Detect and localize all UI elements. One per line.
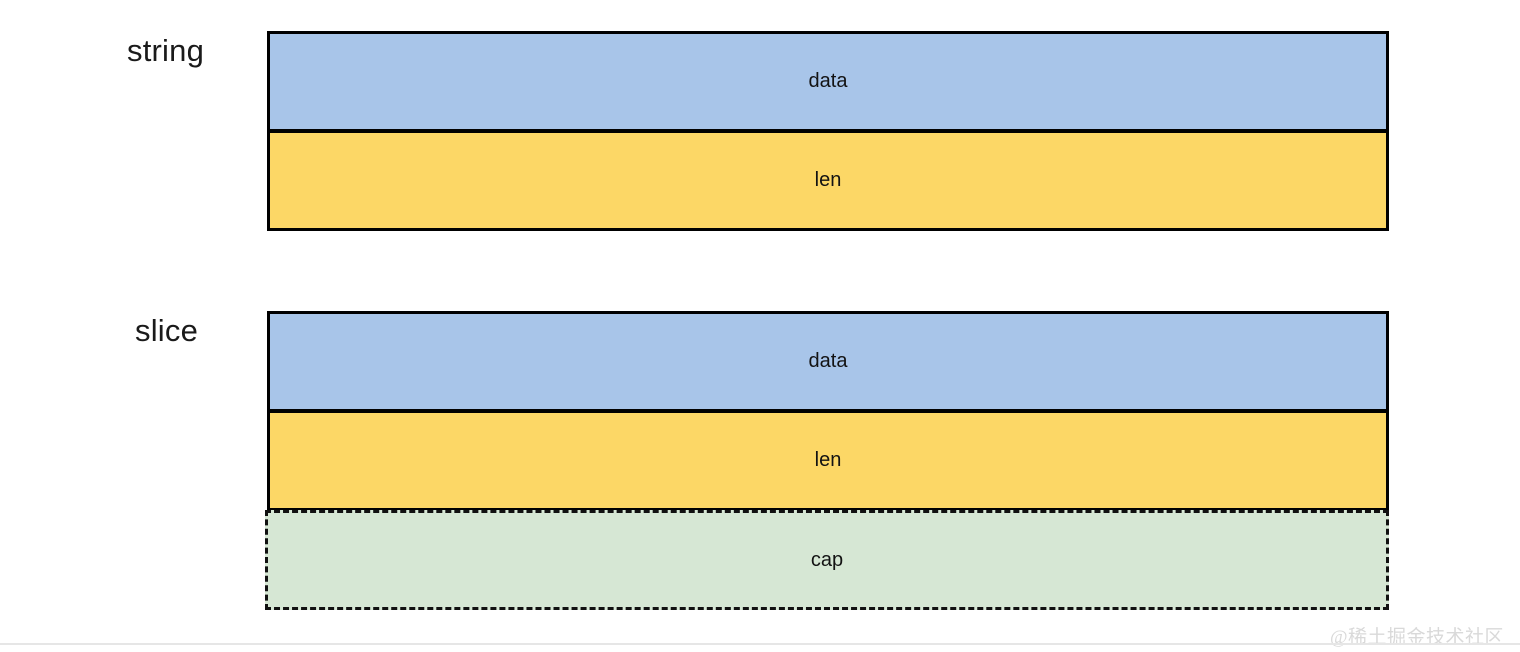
string-field-data-label: data: [808, 70, 848, 92]
slice-field-cap-label: cap: [810, 548, 844, 571]
slice-field-cap: cap: [265, 510, 1389, 610]
slice-field-data-label: data: [808, 350, 848, 372]
string-field-data: data: [267, 31, 1389, 132]
slice-field-len-label: len: [814, 449, 842, 471]
watermark: @稀土掘金技术社区: [1330, 627, 1504, 648]
string-field-len-label: len: [814, 169, 842, 191]
string-field-len: len: [267, 130, 1389, 231]
group-label-slice: slice: [135, 313, 199, 348]
slice-field-len: len: [267, 410, 1389, 511]
group-label-string: string: [127, 33, 205, 68]
bottom-divider: [0, 643, 1520, 645]
slice-field-data: data: [267, 311, 1389, 412]
